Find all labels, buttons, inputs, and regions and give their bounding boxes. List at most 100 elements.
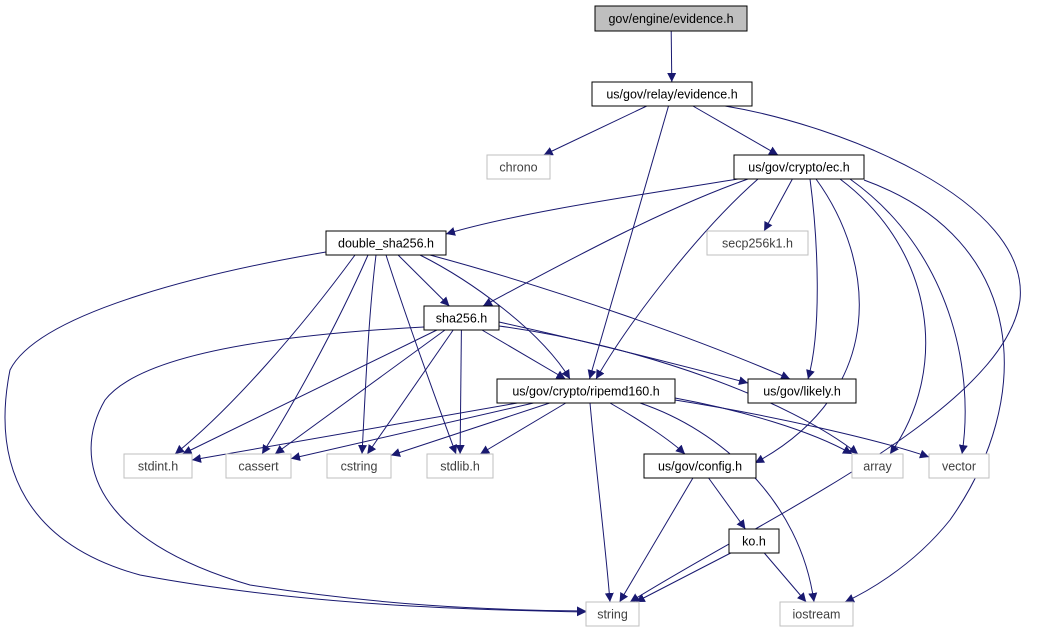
node-likely[interactable]: us/gov/likely.h [747,378,857,404]
edge-config-to-ko [708,477,746,530]
node-box [643,453,757,479]
node-label: cassert [238,460,279,474]
edge-config-to-string [619,477,694,603]
edge-double_sha256-to-stdint [174,254,356,455]
node-label: us/gov/config.h [658,460,742,474]
edge-ec-to-secp256k1 [763,178,793,232]
node-label: us/gov/likely.h [763,385,841,399]
edge-ripemd160-to-stdint [191,402,518,463]
node-ko[interactable]: ko.h [728,528,780,554]
node-box [928,453,990,479]
nodes-layer: gov/engine/evidence.h us/gov/relay/eviden… [123,5,990,627]
node-label: gov/engine/evidence.h [608,12,733,26]
edge-ripemd160-to-cassert [290,402,534,461]
node-label: chrono [499,161,537,175]
node-stdlib: stdlib.h [426,453,494,479]
edge-sha256-to-likely [498,321,749,386]
edge-ec-to-array [839,178,927,455]
edge-double_sha256-to-sha256 [397,254,450,307]
edge-ec-to-ripemd160 [595,178,759,380]
edge-sha256-to-array [498,325,859,455]
node-box [779,601,854,627]
edge-double_sha256-to-cassert [261,254,369,455]
node-evidence-engine[interactable]: gov/engine/evidence.h [594,5,748,32]
node-box [591,81,753,107]
node-label: us/gov/relay/evidence.h [606,88,737,102]
edge-ripemd160-to-config [609,402,686,455]
node-relay-evidence[interactable]: us/gov/relay/evidence.h [591,81,753,107]
node-box [326,453,392,479]
node-label: stdint.h [138,460,178,474]
node-box [706,230,809,256]
edge-sha256-to-stdlib [455,329,465,455]
node-label: double_sha256.h [338,237,434,251]
edge-relay_evidence-to-ripemd160 [587,105,669,380]
node-box [851,453,904,479]
node-box [486,154,551,180]
edge-ko-to-iostream [763,552,807,603]
node-box [728,528,780,554]
node-vector: vector [928,453,990,479]
edge-evidence_engine-to-relay_evidence [667,30,677,83]
edge-ec-to-double_sha256 [445,178,739,236]
edge-ec-to-sha256 [482,178,749,307]
edge-ripemd160-to-array [674,397,853,455]
node-box [225,453,292,479]
node-label: iostream [793,608,841,622]
edge-ripemd160-to-string [589,402,614,603]
edge-double_sha256-to-cstring [358,254,377,455]
edge-relay_evidence-to-ec [692,105,779,156]
edge-ec-to-config [754,178,860,464]
node-label: cstring [341,460,378,474]
node-label: array [863,460,892,474]
node-cassert: cassert [225,453,292,479]
edge-sha256-to-stdint [182,329,438,455]
node-box [325,230,447,256]
node-label: string [597,608,628,622]
node-ec[interactable]: us/gov/crypto/ec.h [733,154,865,180]
edge-relay_evidence-to-chrono [543,105,648,156]
node-label: us/gov/crypto/ripemd160.h [512,385,659,399]
node-cstring: cstring [326,453,392,479]
node-box [747,378,857,404]
node-box [423,305,500,331]
node-label: vector [942,460,976,474]
edge-relay_evidence-to-string [629,105,1021,603]
node-box [733,154,865,180]
node-label: ko.h [742,535,766,549]
node-iostream: iostream [779,601,854,627]
edge-sha256-to-string [90,326,587,616]
node-box [585,601,640,627]
node-config[interactable]: us/gov/config.h [643,453,757,479]
node-double-sha256[interactable]: double_sha256.h [325,230,447,256]
node-box [594,5,748,32]
edge-double_sha256-to-string [4,251,587,617]
node-box [496,378,676,404]
edge-ripemd160-to-iostream [639,402,818,603]
edge-sha256-to-ripemd160 [481,329,566,380]
edge-double_sha256-to-ripemd160 [419,254,571,380]
edge-ko-to-string [635,552,731,603]
node-box [123,453,193,479]
edge-sha256-to-cstring [366,329,454,455]
edges-layer [4,30,1021,617]
node-label: us/gov/crypto/ec.h [748,161,849,175]
node-label: sha256.h [436,312,487,326]
edge-ec-to-vector [849,178,968,455]
edge-sha256-to-cassert [274,329,446,455]
node-chrono: chrono [486,154,551,180]
node-string: string [585,601,640,627]
node-label: stdlib.h [440,460,480,474]
node-ripemd160[interactable]: us/gov/crypto/ripemd160.h [496,378,676,404]
edge-ec-to-iostream [844,179,1005,603]
edge-ripemd160-to-stdlib [479,402,567,455]
edge-ec-to-likely [806,178,818,380]
node-box [426,453,494,479]
edge-ripemd160-to-vector [674,399,930,459]
node-label: secp256k1.h [722,237,793,251]
node-stdint: stdint.h [123,453,193,479]
node-array: array [851,453,904,479]
node-secp256k1: secp256k1.h [706,230,809,256]
node-sha256[interactable]: sha256.h [423,305,500,331]
